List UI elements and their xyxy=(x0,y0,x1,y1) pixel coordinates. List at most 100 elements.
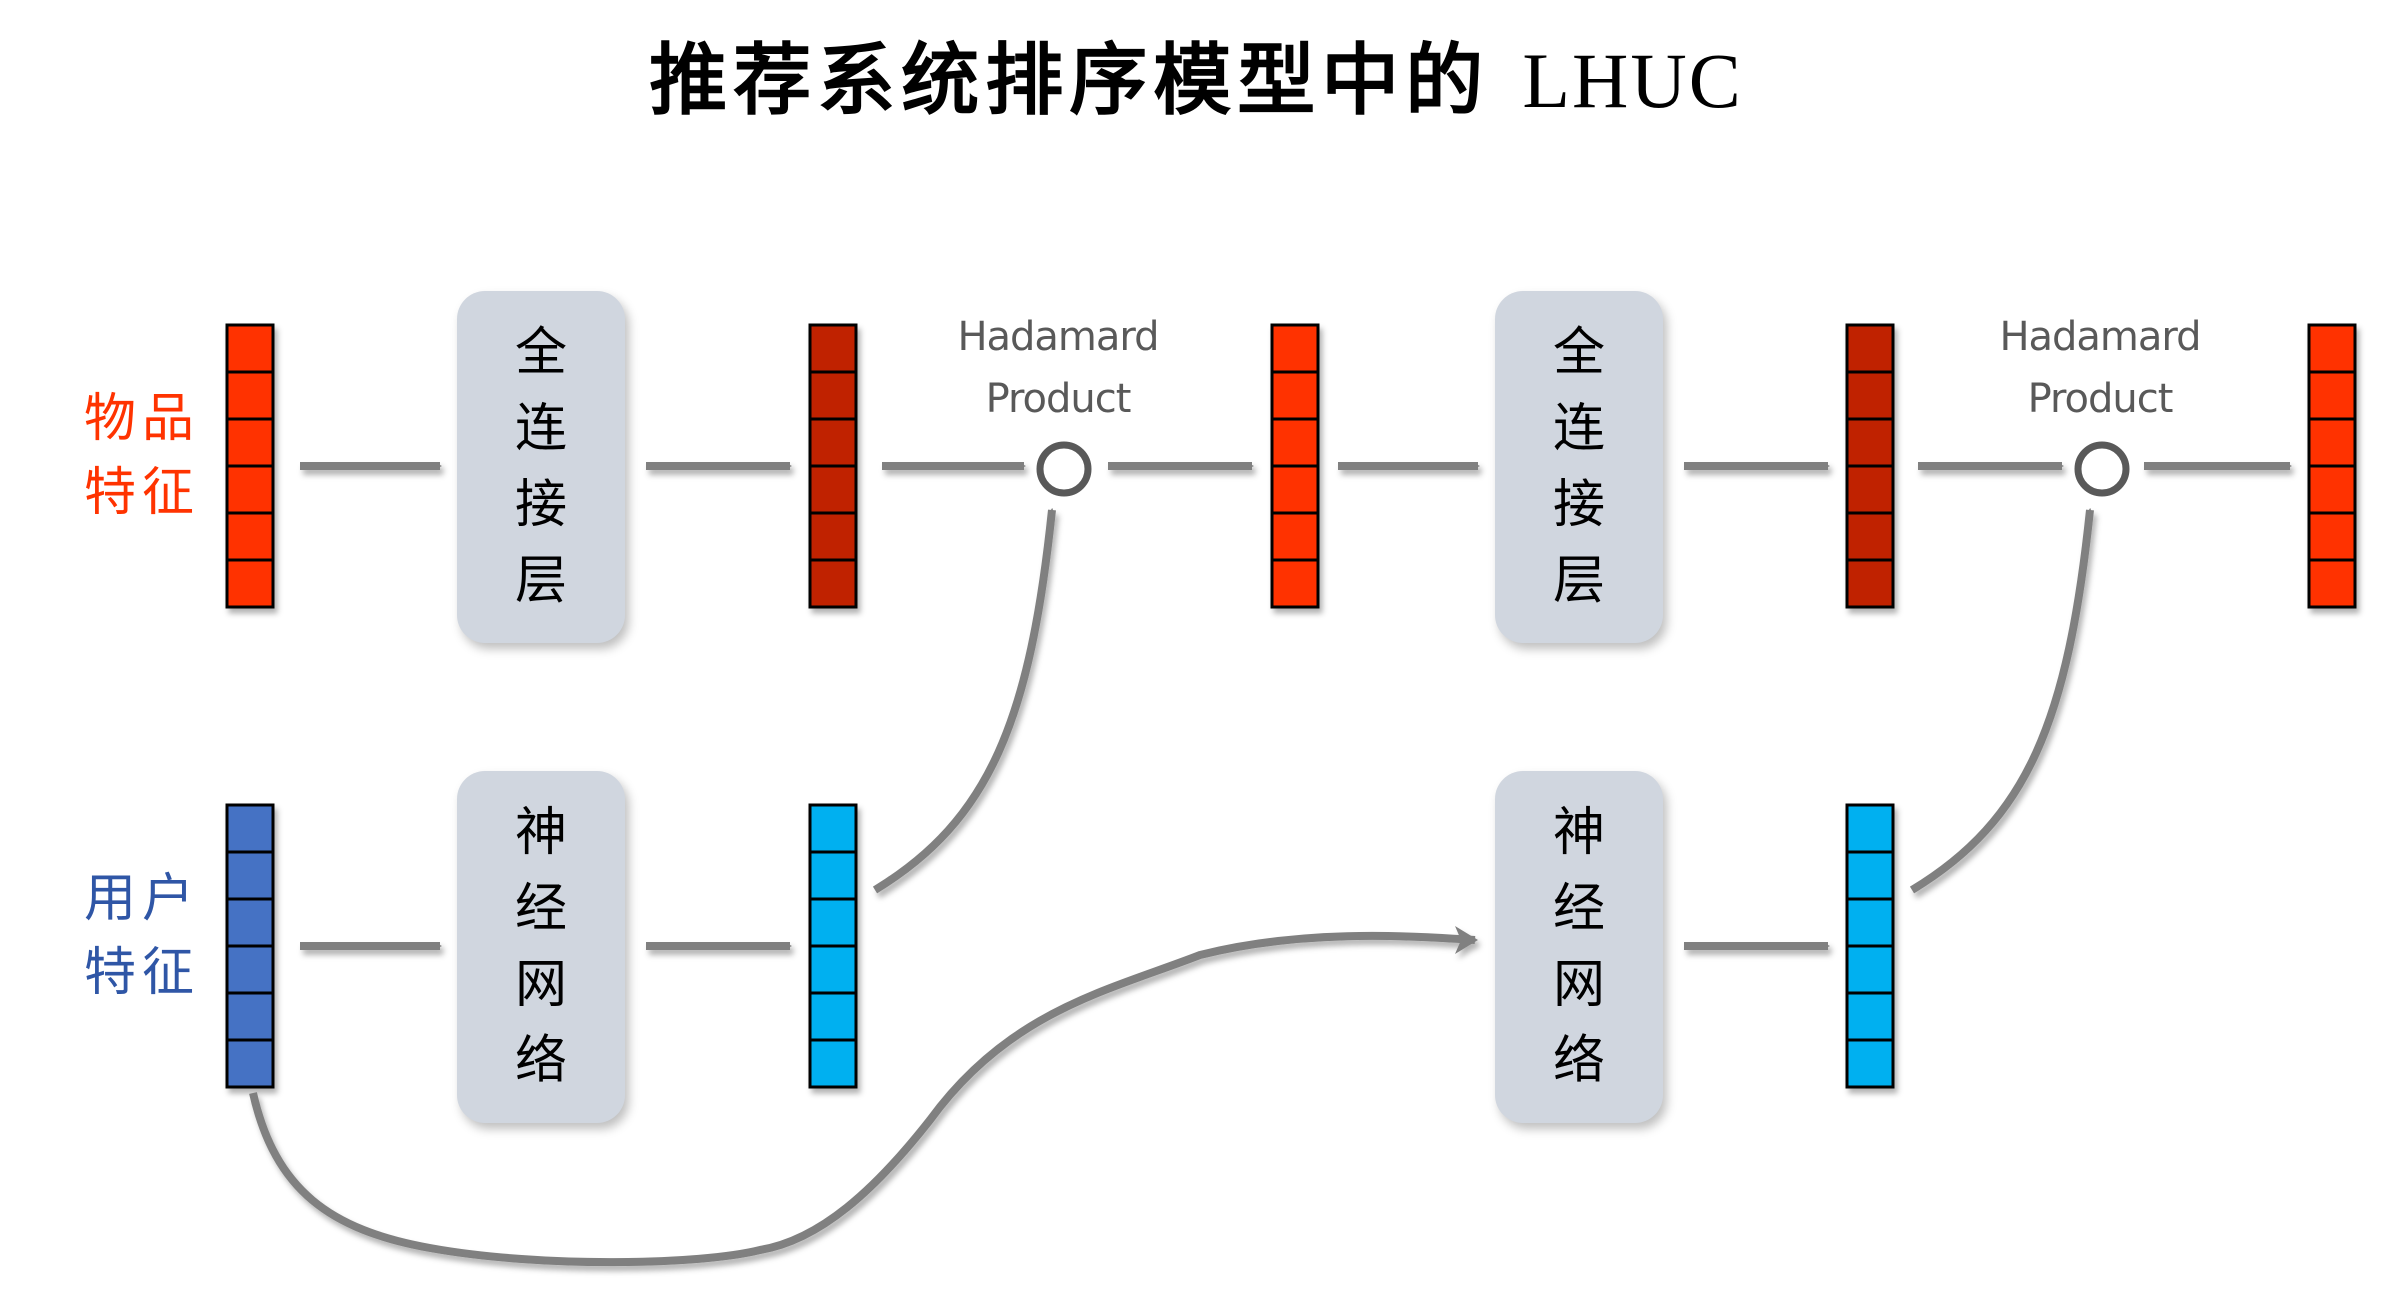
item-features-line2: 特征 xyxy=(84,463,201,523)
fc-char: 全 xyxy=(1552,323,1605,383)
vector-cell xyxy=(1845,323,1895,374)
fc-char: 接 xyxy=(514,475,567,535)
arrow-nn2-to-hadamard2 xyxy=(1909,507,2094,894)
vector-cell xyxy=(225,944,275,995)
fc-char: 全 xyxy=(514,323,567,383)
arrow-user-to-nn2 xyxy=(249,931,1476,1267)
user-features-line2: 特征 xyxy=(84,943,201,1003)
vector-cell xyxy=(808,558,858,609)
vector-cell xyxy=(1845,850,1895,901)
fc-layer-box-1: 全 连 接 层 xyxy=(457,291,625,643)
fc-char: 接 xyxy=(1552,475,1605,535)
vector-cell xyxy=(225,897,275,948)
vector-cell xyxy=(225,1038,275,1089)
vector-cell xyxy=(225,803,275,854)
vector-cell xyxy=(808,511,858,562)
vectors-layer xyxy=(225,323,2357,1089)
vector-cell xyxy=(225,991,275,1042)
vector-cell xyxy=(2307,511,2357,562)
neural-net-box-2: 神 经 网 络 xyxy=(1495,771,1663,1123)
vector-cell xyxy=(808,464,858,515)
vector-cell xyxy=(2307,464,2357,515)
vector-cell xyxy=(808,850,858,901)
vector-cell xyxy=(225,850,275,901)
fc-char: 层 xyxy=(514,551,567,611)
vector-cell xyxy=(225,370,275,421)
vector-cell xyxy=(808,370,858,421)
hadamard-label-2: Hadamard Product xyxy=(1970,306,2230,430)
neural-net-box-1: 神 经 网 络 xyxy=(457,771,625,1123)
title-cjk: 推荐系统排序模型中的 xyxy=(649,35,1490,126)
fc-char: 连 xyxy=(1552,399,1605,459)
vector-cell xyxy=(1270,511,1320,562)
vector-cell xyxy=(1845,944,1895,995)
hadamard-circle-2 xyxy=(2074,441,2130,497)
nn-char: 经 xyxy=(514,879,567,939)
nn-char: 神 xyxy=(514,803,567,863)
vector-cell xyxy=(1845,370,1895,421)
vector-user-input xyxy=(225,803,275,1089)
vector-cell xyxy=(1270,323,1320,374)
vector-cell xyxy=(225,417,275,468)
fc-char: 层 xyxy=(1552,551,1605,611)
hadamard-line1: Hadamard xyxy=(957,314,1159,360)
vector-cell xyxy=(808,944,858,995)
hadamard-line1: Hadamard xyxy=(1999,314,2201,360)
vector-cell xyxy=(225,558,275,609)
vector-cell xyxy=(1845,897,1895,948)
user-features-line1: 用户 xyxy=(84,869,201,929)
item-features-label: 物品 特征 xyxy=(84,382,200,530)
circles-layer xyxy=(1036,441,2130,497)
vector-cell xyxy=(1845,464,1895,515)
vector-final-output xyxy=(2307,323,2357,609)
vector-cell xyxy=(808,991,858,1042)
nn-char: 经 xyxy=(1552,879,1605,939)
title-latin: LHUC xyxy=(1522,37,1743,124)
hadamard-circle-1 xyxy=(1036,441,1092,497)
vector-cell xyxy=(808,803,858,854)
hadamard-line2: Product xyxy=(985,376,1132,422)
nn-char: 络 xyxy=(514,1031,567,1091)
vector-cell xyxy=(1270,558,1320,609)
vector-hadamard1-output xyxy=(1270,323,1320,609)
vector-cell xyxy=(1845,558,1895,609)
nn-char: 网 xyxy=(514,955,567,1015)
vector-fc2-output xyxy=(1845,323,1895,609)
arrowhead-user-to-nn2 xyxy=(1455,926,1478,954)
vector-cell xyxy=(225,464,275,515)
vector-cell xyxy=(1845,991,1895,1042)
fc-layer-box-2: 全 连 接 层 xyxy=(1495,291,1663,643)
vector-cell xyxy=(1845,511,1895,562)
vector-cell xyxy=(808,323,858,374)
item-features-line1: 物品 xyxy=(84,389,201,449)
arrows-layer xyxy=(249,462,2293,1267)
vector-cell xyxy=(2307,370,2357,421)
vector-cell xyxy=(1845,417,1895,468)
nn-char: 网 xyxy=(1552,955,1605,1015)
vector-cell xyxy=(2307,417,2357,468)
diagram-title: 推荐系统排序模型中的 LHUC xyxy=(0,18,2392,130)
vector-cell xyxy=(225,323,275,374)
user-features-label: 用户 特征 xyxy=(84,862,200,1010)
vector-cell xyxy=(1270,370,1320,421)
vector-nn1-output xyxy=(808,803,858,1089)
vector-cell xyxy=(1845,803,1895,854)
nn-char: 络 xyxy=(1552,1031,1605,1091)
nn-char: 神 xyxy=(1552,803,1605,863)
vector-cell xyxy=(225,511,275,562)
vector-cell xyxy=(2307,323,2357,374)
vector-item-input xyxy=(225,323,275,609)
vector-cell xyxy=(808,417,858,468)
vector-cell xyxy=(1270,464,1320,515)
fc-char: 连 xyxy=(514,399,567,459)
vector-cell xyxy=(808,897,858,948)
hadamard-line2: Product xyxy=(2027,376,2174,422)
vector-cell xyxy=(2307,558,2357,609)
vector-nn2-output xyxy=(1845,803,1895,1089)
vector-cell xyxy=(808,1038,858,1089)
vector-fc1-output xyxy=(808,323,858,609)
hadamard-label-1: Hadamard Product xyxy=(928,306,1188,430)
vector-cell xyxy=(1845,1038,1895,1089)
vector-cell xyxy=(1270,417,1320,468)
